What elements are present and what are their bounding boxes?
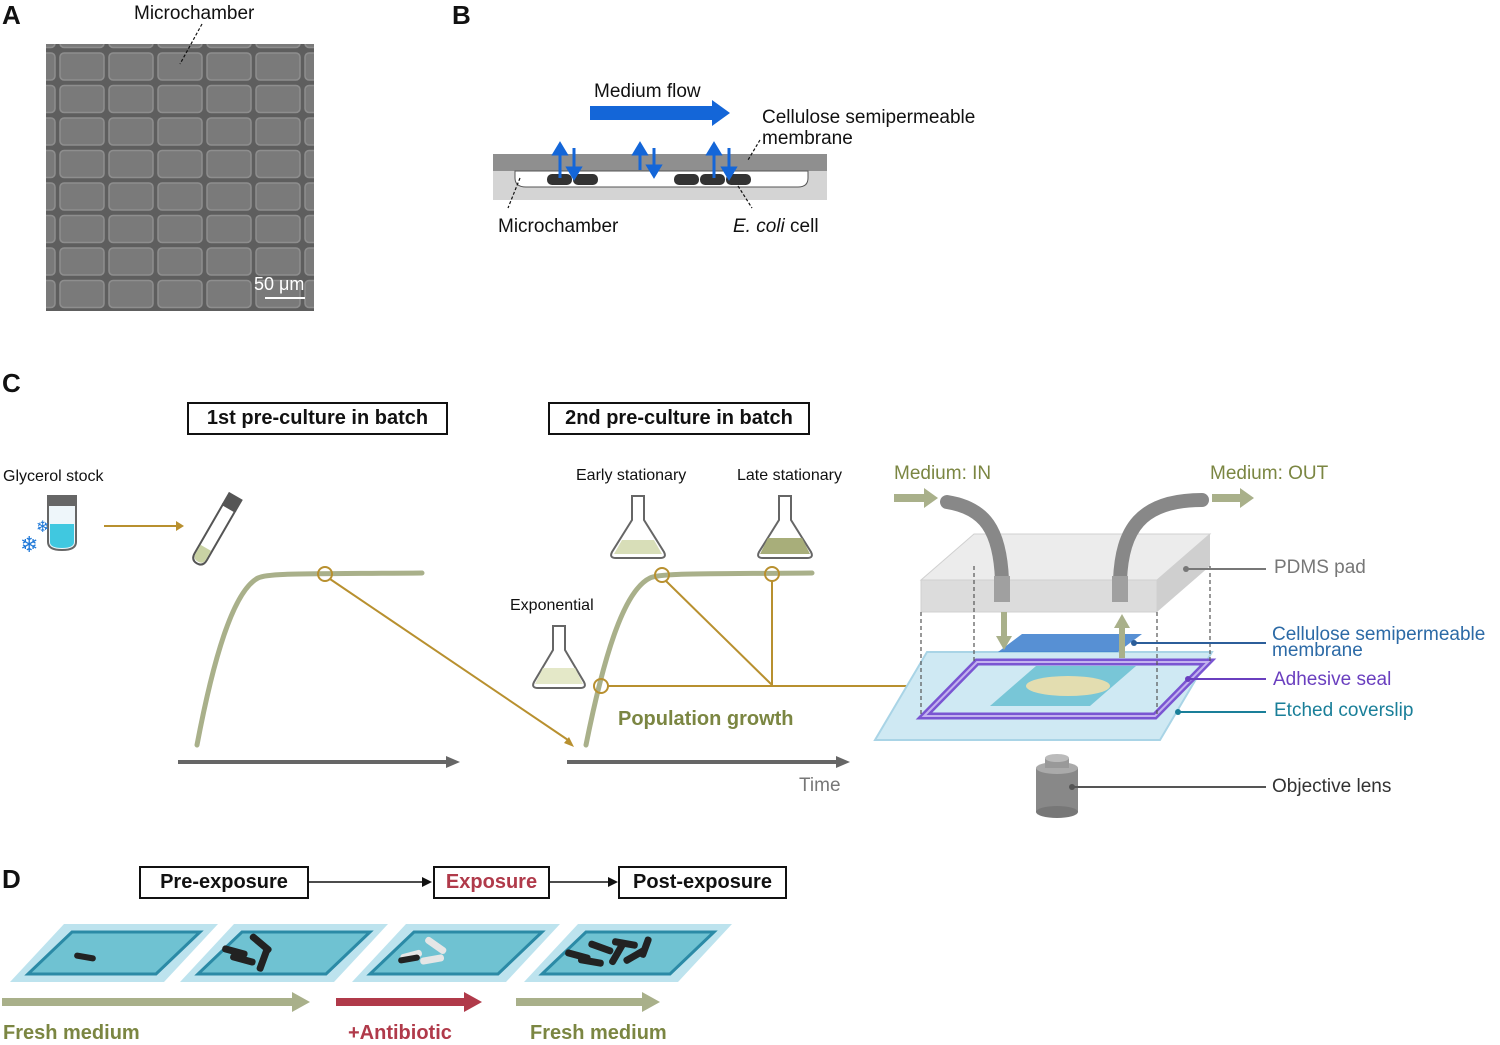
time-label: Time — [799, 775, 841, 796]
fresh-medium-label-1: Fresh medium — [3, 1022, 140, 1044]
scalebar — [265, 297, 305, 299]
tube-in — [940, 495, 1009, 587]
antibiotic-label: +Antibiotic — [348, 1022, 452, 1044]
panel-a-letter: A — [2, 0, 21, 30]
second-preculture-box: 2nd pre-culture in batch — [548, 402, 810, 435]
population-growth-label: Population growth — [618, 708, 794, 730]
exponential-flask-icon — [532, 625, 586, 689]
cell — [726, 174, 751, 185]
cell-area — [1026, 676, 1110, 696]
glycerol-stock-label: Glycerol stock — [3, 468, 104, 485]
fresh-medium-arrow-2 — [516, 998, 644, 1006]
early-stationary-label: Early stationary — [576, 467, 687, 484]
membrane-label-c-line1: Cellulose semipermeable — [1272, 624, 1486, 645]
ecoli-italic: E. coli — [733, 216, 785, 237]
panel-d-letter: D — [2, 864, 21, 894]
membrane-label-b-line1: Cellulose semipermeable — [762, 107, 976, 128]
chip-4 — [524, 924, 732, 982]
early-point — [654, 567, 670, 583]
chip-2 — [180, 924, 388, 982]
cell — [573, 174, 598, 185]
cell-word: cell — [784, 216, 819, 237]
panel-b-diagram — [493, 100, 827, 209]
membrane-c — [998, 634, 1142, 652]
microchamber-grid — [46, 44, 314, 311]
microchamber-micrograph — [46, 44, 314, 311]
membrane-label-c-line2: membrane — [1272, 640, 1363, 661]
growth-curve-2 — [583, 570, 815, 748]
late-flask-icon — [757, 495, 813, 559]
panel-b-letter: B — [452, 0, 471, 30]
cell — [700, 174, 725, 185]
microchamber-label-b: Microchamber — [498, 216, 619, 237]
exchange-arrows — [551, 141, 738, 181]
exposure-box: Exposure — [433, 866, 550, 899]
chip-1 — [10, 924, 218, 982]
microchamber-leader-a — [179, 23, 203, 65]
test-tube-icon — [192, 491, 243, 566]
pre-exposure-box: Pre-exposure — [139, 866, 309, 899]
svg-text:❄: ❄ — [20, 532, 38, 557]
chip-3 — [352, 924, 560, 982]
first-preculture-box: 1st pre-culture in batch — [187, 402, 448, 435]
medium-flow-label: Medium flow — [594, 81, 701, 102]
medium-in-label: Medium: IN — [894, 463, 992, 484]
fresh-medium-label-2: Fresh medium — [530, 1022, 667, 1044]
adhesive-seal-label: Adhesive seal — [1273, 669, 1392, 690]
late-stationary-label: Late stationary — [737, 467, 842, 484]
up-arrow — [1114, 614, 1130, 628]
svg-text:❄: ❄ — [36, 519, 49, 536]
panel-d-diagram — [2, 877, 732, 1012]
early-flask-icon — [610, 495, 666, 559]
fresh-medium-arrow-1 — [2, 998, 294, 1006]
microchamber-label-a: Microchamber — [134, 3, 255, 24]
objective-lens-label: Objective lens — [1272, 776, 1392, 797]
antibiotic-arrow — [336, 998, 466, 1006]
cell — [674, 174, 699, 185]
in-arrow — [894, 488, 938, 508]
post-exposure-box: Post-exposure — [618, 866, 787, 899]
pdms-side — [1157, 534, 1210, 612]
tube-out — [1113, 493, 1209, 587]
etched-coverslip-label: Etched coverslip — [1274, 700, 1414, 721]
membrane-label-b-line2: membrane — [762, 128, 853, 149]
medium-out-label: Medium: OUT — [1210, 463, 1329, 484]
exponential-label: Exponential — [510, 597, 594, 614]
cell — [547, 174, 572, 185]
scalebar-label: 50 μm — [254, 274, 305, 294]
objective-lens-icon — [1036, 754, 1078, 818]
pdms-pad-label: PDMS pad — [1274, 557, 1366, 578]
growth-curve-1 — [194, 570, 425, 748]
panel-c-letter: C — [2, 368, 21, 398]
medium-flow-arrow — [590, 100, 730, 126]
glycerol-tube-icon: ❄ ❄ — [20, 495, 77, 557]
out-arrow — [1212, 488, 1254, 508]
panel-c-diagram: ❄ ❄ — [20, 488, 1266, 818]
down-arrow — [996, 636, 1012, 650]
transfer-point-1 — [317, 566, 333, 582]
ecoli-cell-label: E. coli cell — [733, 216, 819, 238]
